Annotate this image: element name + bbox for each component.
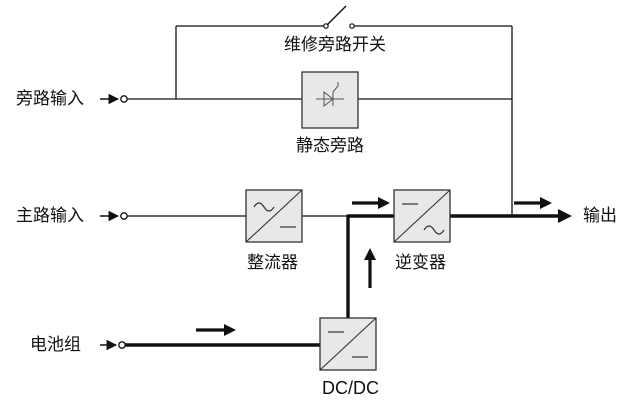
main-input-label: 主路输入	[16, 206, 84, 226]
battery-input-line	[100, 339, 320, 351]
inverter-box	[393, 189, 451, 243]
thyristor-icon	[316, 82, 344, 108]
ac-wave-icon	[253, 202, 275, 212]
dc-bus	[346, 214, 394, 318]
output-line	[450, 209, 572, 223]
battery-label: 电池组	[30, 335, 81, 355]
maintenance-bypass-switch-label: 维修旁路开关	[284, 35, 386, 55]
main-input-line	[100, 210, 348, 222]
flow-arrow-output	[514, 197, 552, 209]
bypass-input-label: 旁路输入	[16, 89, 84, 109]
flow-arrow-dcdc-up	[364, 248, 376, 288]
bypass-input-line	[100, 93, 512, 105]
flow-arrow-dc-bus	[352, 197, 390, 209]
rectifier-box	[245, 189, 303, 243]
rectifier-label: 整流器	[247, 253, 298, 273]
static-bypass-label: 静态旁路	[296, 136, 364, 156]
flow-arrow-battery	[196, 324, 236, 336]
output-label: 输出	[583, 206, 617, 226]
dcdc-label: DC/DC	[322, 378, 379, 398]
ac-wave-icon	[423, 225, 445, 235]
inverter-label: 逆变器	[395, 253, 446, 273]
maintenance-bypass-path	[175, 25, 513, 215]
dcdc-box	[319, 317, 377, 371]
maintenance-switch-icon	[323, 5, 355, 29]
static-bypass-box	[301, 71, 359, 129]
